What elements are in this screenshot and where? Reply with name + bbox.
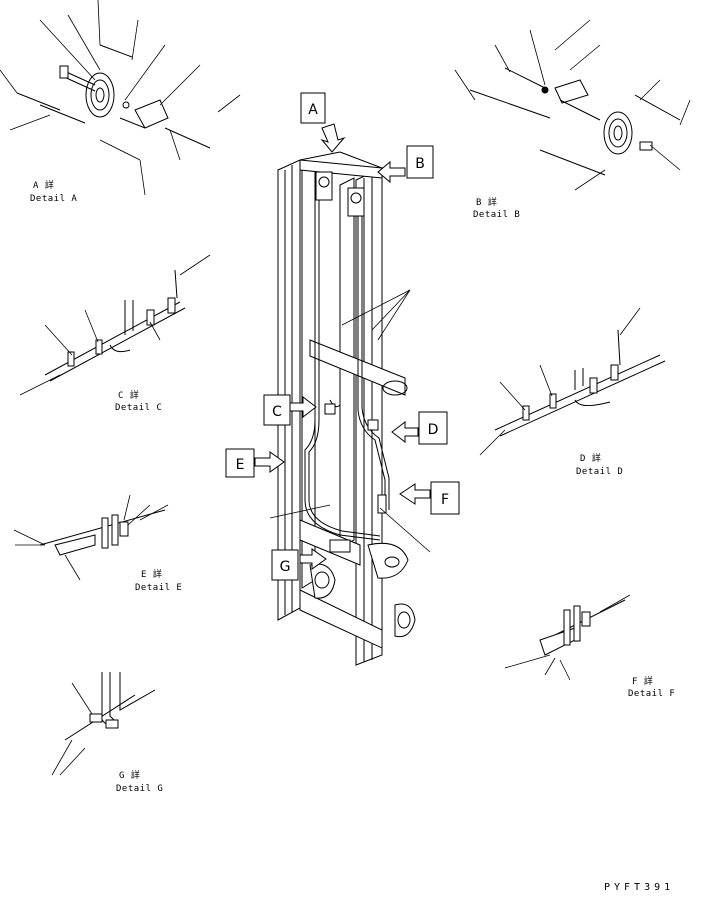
detail-f-drawing [504, 594, 631, 681]
detail-c-caption: Detail C [115, 403, 163, 413]
callout-box-c [263, 394, 291, 426]
callout-arrow-d [391, 420, 419, 444]
detail-a-letter: A 詳 [33, 181, 55, 191]
callout-letter-g: G [280, 559, 291, 575]
detail-a-caption: Detail A [30, 194, 78, 204]
callout-arrow-f [399, 483, 431, 505]
callout-letter-e: E [236, 457, 245, 473]
detail-c-letter: C 詳 [118, 391, 140, 401]
detail-e-caption: Detail E [135, 583, 183, 593]
callout-letter-a: A [308, 102, 318, 118]
callout-letter-f: F [441, 492, 449, 508]
detail-e-letter: E 詳 [141, 570, 163, 580]
detail-d-caption: Detail D [576, 467, 624, 477]
detail-c-drawing [19, 254, 211, 396]
detail-g-drawing [51, 672, 156, 776]
detail-b-drawing [454, 19, 691, 191]
detail-g-letter: G 詳 [119, 771, 141, 781]
leader-lines [269, 289, 431, 553]
detail-e-drawing [13, 494, 169, 581]
callout-arrow-g [299, 548, 327, 570]
mast-assembly [277, 151, 416, 666]
callout-letter-d: D [428, 422, 439, 438]
callout-box-b [406, 145, 434, 179]
callout-box-f [430, 481, 460, 515]
callout-box-d [418, 411, 448, 445]
callout-letter-c: C [272, 404, 282, 420]
detail-f-caption: Detail F [628, 689, 676, 699]
detail-f-letter: F 詳 [632, 677, 654, 687]
callout-letter-b: B [415, 156, 425, 172]
detail-d-letter: D 詳 [580, 454, 602, 464]
detail-a-drawing [0, 0, 241, 196]
callout-arrow-b [377, 160, 406, 184]
detail-g-caption: Detail G [116, 784, 164, 794]
drawing-code: PYFT391 [604, 882, 675, 893]
detail-d-drawing [479, 307, 666, 456]
callout-arrow-e [254, 451, 285, 473]
callout-box-e [225, 448, 255, 478]
detail-b-letter: B 詳 [476, 198, 498, 208]
callout-arrow-a [320, 123, 346, 153]
callout-box-a [300, 92, 326, 124]
callout-box-g [271, 549, 299, 581]
callout-arrow-c [289, 395, 317, 419]
detail-b-caption: Detail B [473, 210, 521, 220]
